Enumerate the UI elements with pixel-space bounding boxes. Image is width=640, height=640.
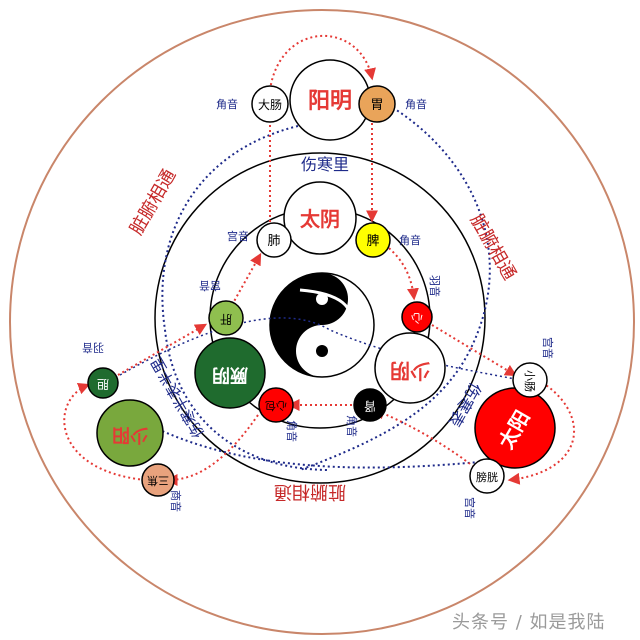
arrow-sanjiao-dan	[63, 382, 146, 481]
jueyin-left-note: 宫音	[199, 279, 221, 293]
jueyin-label: 厥阴	[212, 364, 248, 385]
wei-label: 胃	[370, 98, 383, 113]
outer-ring	[9, 9, 635, 635]
xinbao-circle	[258, 387, 294, 423]
shaoyang-circle	[96, 399, 164, 467]
connector-blue-middle	[119, 317, 521, 381]
sanjiao-circle	[141, 463, 175, 497]
dachang-circle	[251, 85, 289, 123]
xin-circle	[401, 301, 433, 333]
arrow-dachang-wei	[269, 34, 376, 91]
fei-label: 肺	[267, 234, 280, 249]
zangfu-label-bottom: 脏腑相通	[274, 481, 346, 502]
arrow-gan-fei	[231, 252, 262, 306]
jueyin-group: 厥阴 肝 心包 宫音 角音 伤寒半表半里	[147, 279, 299, 442]
gan-circle	[208, 300, 244, 336]
jueyin-circle	[194, 337, 266, 409]
pangguang-circle	[469, 458, 505, 494]
arrow-xinbao-sanjiao	[165, 414, 259, 486]
taiyin-left-note: 宫音	[227, 229, 249, 243]
arrow-xin-xiaochang	[431, 324, 518, 377]
taiyin-group: 太阴 肺 脾 宫音 角音	[227, 181, 421, 258]
watermark-text: 头条号 / 如是我陆	[452, 612, 606, 633]
shanghan-li-label: 伤寒里	[301, 155, 349, 174]
taiyin-label: 太阴	[300, 207, 340, 231]
taiyang-group: 太阳 小肠 膀胱 宫音 宫音	[463, 337, 556, 519]
xin-label: 心	[411, 311, 423, 325]
yangming-label: 阳明	[308, 89, 352, 114]
yangming-right-note: 角音	[405, 97, 427, 111]
shen-label: 肾	[364, 399, 376, 413]
taiyang-bottom-note: 宫音	[463, 497, 477, 519]
gan-label: 肝	[220, 312, 232, 326]
fei-circle	[256, 222, 292, 258]
shaoyang-group: 少阳 胆 三焦 羽音 商音	[82, 341, 183, 512]
zangfu-label-top-left: 脏腑相通	[126, 166, 180, 239]
dachang-label: 大肠	[258, 98, 282, 112]
pi-label: 脾	[366, 234, 379, 249]
sanjiao-label: 三焦	[147, 474, 169, 487]
xiaochang-label: 小肠	[523, 370, 536, 392]
taiyang-top-note: 宫音	[541, 337, 555, 359]
arrow-xiaochang-pangguang	[507, 379, 575, 485]
large-circle	[154, 152, 486, 484]
jueyin-bottom-note: 角音	[285, 420, 299, 442]
dan-circle	[87, 367, 119, 399]
xiaochang-circle	[512, 362, 548, 398]
shaoyang-bottom-note: 商音	[169, 490, 183, 512]
pangguang-label: 膀胱	[476, 470, 498, 484]
shen-circle	[353, 388, 387, 422]
xinbao-label: 心包	[265, 399, 287, 412]
connector-blue-bottom	[139, 419, 501, 469]
taiji-icon	[269, 272, 375, 378]
wei-circle	[358, 85, 396, 123]
taiyin-circle	[283, 181, 357, 255]
shaoyang-left-note: 羽音	[82, 341, 104, 355]
yangming-group: 阳明 大肠 胃 角音 角音 伤寒里	[216, 59, 427, 174]
shaoyin-group: 少阴 心 肾 羽音 角音 伤寒表	[345, 275, 485, 437]
yangming-left-note: 角音	[216, 97, 238, 111]
connector-blue-left	[161, 125, 331, 471]
shaoyin-top-note: 羽音	[428, 275, 442, 297]
arrow-pi-xin	[384, 244, 419, 301]
pi-circle	[355, 222, 391, 258]
zangfu-label-top-right: 脏腑相通	[466, 211, 520, 284]
shaoyin-bottom-note: 角音	[345, 415, 359, 437]
shaoyin-label: 少阴	[390, 359, 431, 383]
shaoyang-label: 少阳	[112, 424, 149, 445]
arrow-dan-gan	[117, 323, 208, 376]
shaoyin-circle	[374, 332, 446, 404]
dan-label: 胆	[97, 377, 109, 391]
taiyin-right-note: 角音	[399, 233, 421, 247]
